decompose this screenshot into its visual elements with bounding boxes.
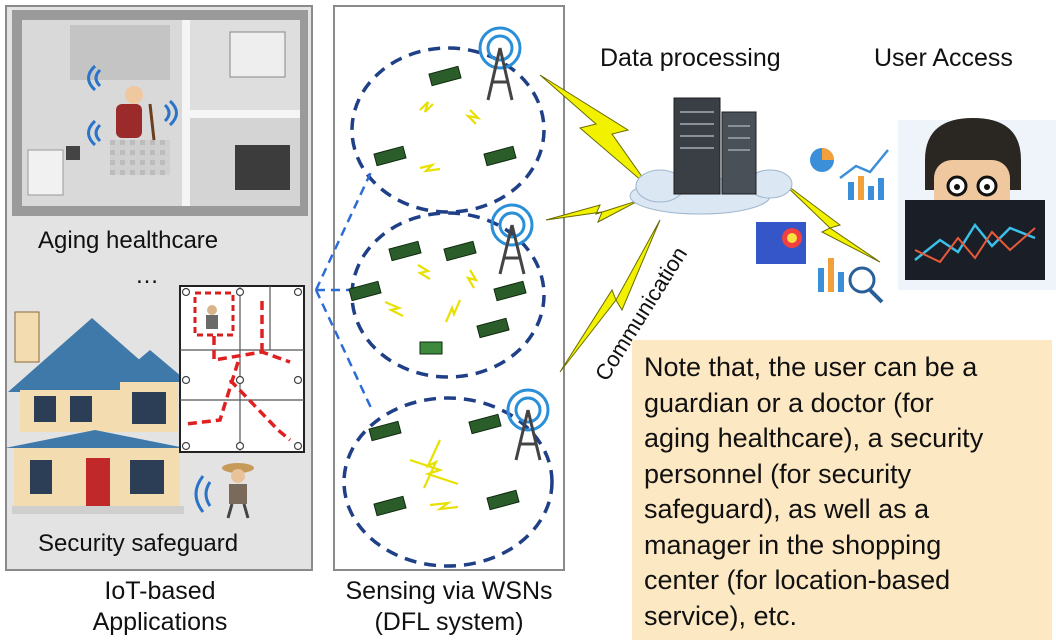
intruder-path-map xyxy=(179,285,305,453)
note-line: safeguard), as well as a xyxy=(644,494,930,524)
analytics-icons xyxy=(756,148,889,304)
note-line: manager in the shopping xyxy=(644,529,942,560)
tower-icon-middle xyxy=(490,203,534,275)
note-line: Note that, the user can be a xyxy=(644,352,978,382)
note-line: aging healthcare), a security xyxy=(644,423,984,453)
sensing-caption: Sensing via WSNs (DFL system) xyxy=(345,577,553,636)
sensor-cluster-middle xyxy=(350,211,546,379)
sensor-nodes xyxy=(348,65,527,517)
intra-cluster-links xyxy=(384,101,482,511)
tower-icon-bottom xyxy=(506,388,550,461)
scenario-security-safeguard: Security safeguard xyxy=(38,530,239,557)
note-line: center (for location-based xyxy=(644,565,951,595)
user-avatar xyxy=(898,118,1056,290)
cloud-server-icon xyxy=(629,97,793,215)
sensor-cluster-top xyxy=(350,46,546,214)
note-line: personnel (for security xyxy=(644,458,912,489)
note-line: guardian or a doctor (for xyxy=(644,387,934,418)
user-note-box: Note that, the user can be a guardian or… xyxy=(632,340,1052,640)
tower-icon-top xyxy=(478,26,522,101)
sensor-cluster-bottom xyxy=(342,396,554,568)
floor-plan-illustration xyxy=(12,10,308,216)
data-processing-label: Data processing xyxy=(600,44,781,72)
scenario-ellipsis: … xyxy=(135,262,159,289)
applications-caption: IoT-based Applications xyxy=(92,577,228,636)
intruder-figure xyxy=(194,463,254,519)
note-line: service), etc. xyxy=(644,600,798,631)
user-access-label: User Access xyxy=(874,44,1013,72)
scenario-aging-healthcare: Aging healthcare xyxy=(38,227,219,254)
house-illustration xyxy=(5,311,188,514)
